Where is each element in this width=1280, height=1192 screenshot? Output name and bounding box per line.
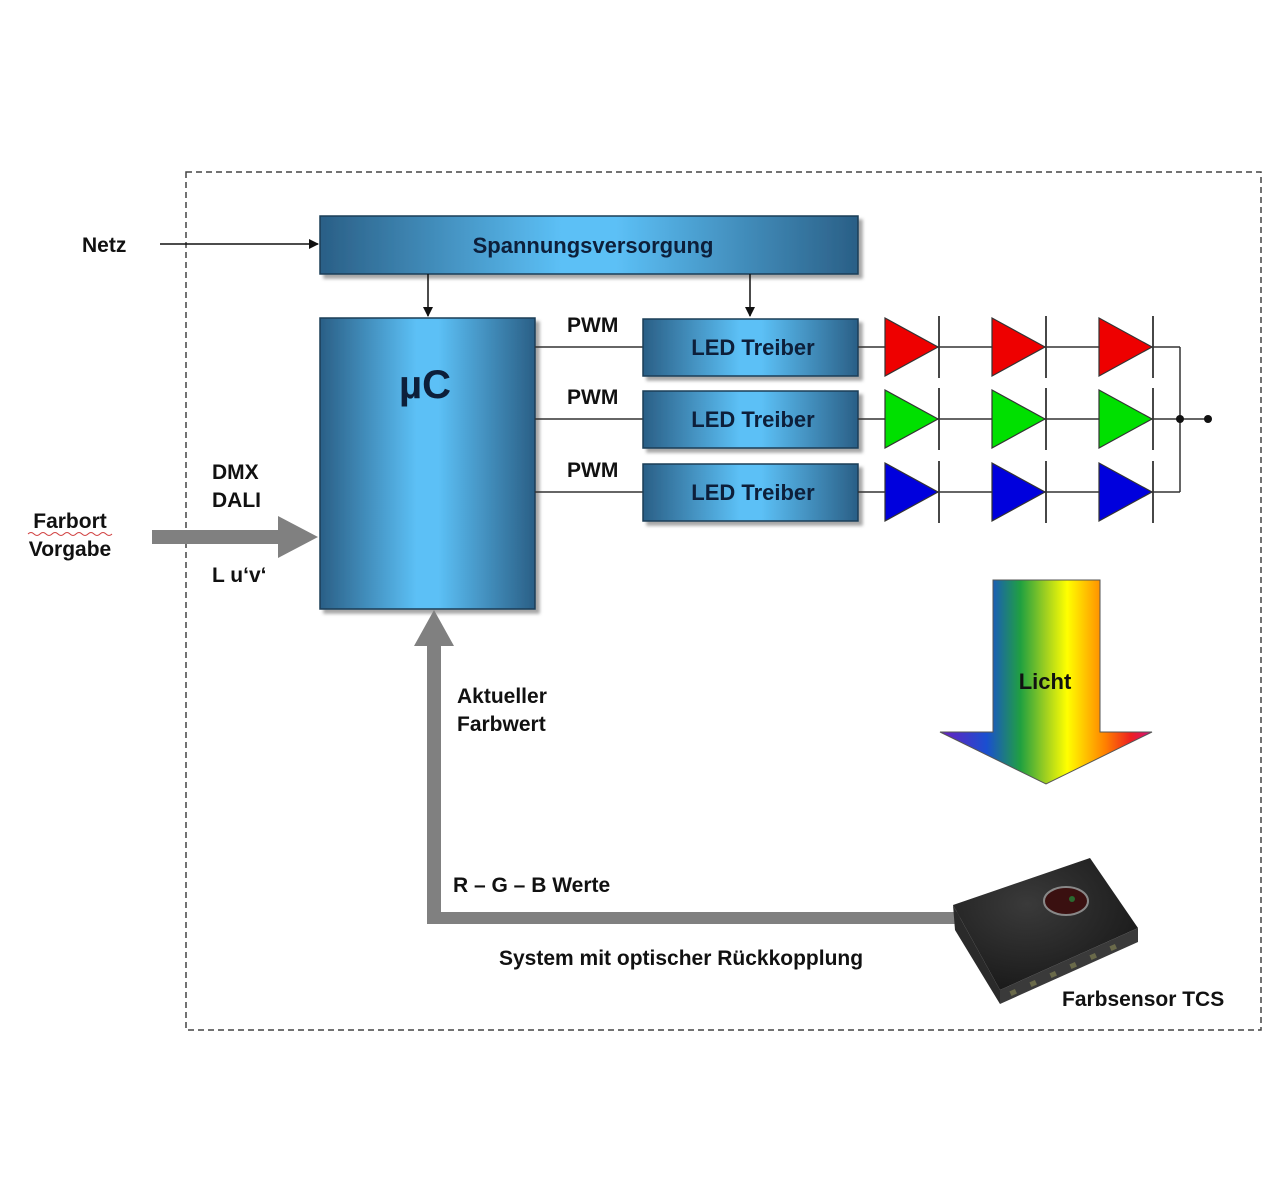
led-driver-row-blue: PWM LED Treiber (535, 459, 1154, 523)
power-supply-label: Spannungsversorgung (473, 233, 714, 258)
led-common-return (1153, 346, 1212, 493)
color-sensor-chip (953, 858, 1138, 1004)
led-diode-icon (884, 461, 940, 523)
led-driver-label: LED Treiber (691, 407, 815, 432)
led-driver-row-red: PWM LED Treiber (535, 314, 1154, 378)
farbort-label-line2: Vorgabe (29, 538, 111, 561)
microcontroller-block: µC (319, 317, 536, 610)
led-diode-icon (1098, 461, 1154, 523)
farbort-label-line1: Farbort (33, 510, 107, 533)
system-boundary (185, 171, 1262, 1031)
microcontroller-label: µC (399, 363, 451, 407)
rgb-values-label: R – G – B Werte (453, 874, 610, 897)
led-diode-icon (1098, 316, 1154, 378)
led-driver-label: LED Treiber (691, 335, 815, 360)
led-diode-icon (991, 388, 1047, 450)
current-value-label-line2: Farbwert (457, 713, 546, 736)
led-diode-icon (991, 316, 1047, 378)
light-label: Licht (1019, 669, 1072, 694)
led-driver-row-green: PWM LED Treiber (535, 386, 1154, 450)
power-supply-block: Spannungsversorgung (319, 215, 859, 275)
light-arrow: Licht (939, 579, 1153, 785)
led-driver-label: LED Treiber (691, 480, 815, 505)
current-value-label-line1: Aktueller (457, 685, 547, 708)
led-diode-icon (1098, 388, 1154, 450)
pwm-label: PWM (567, 386, 618, 409)
led-diode-icon (884, 316, 940, 378)
netz-label: Netz (82, 234, 126, 257)
color-space-label: L u‘v‘ (212, 564, 266, 587)
led-driver-block (642, 463, 859, 522)
spellcheck-underline (27, 532, 113, 536)
terminal-dot (1204, 415, 1212, 423)
led-diode-icon (884, 388, 940, 450)
sensor-label: Farbsensor TCS (1062, 988, 1224, 1011)
led-diode-icon (991, 461, 1047, 523)
input-arrow (152, 516, 318, 558)
pwm-label: PWM (567, 459, 618, 482)
sensor-aperture (1043, 886, 1089, 916)
pwm-label: PWM (567, 314, 618, 337)
protocol-label-line1: DMX (212, 461, 259, 484)
junction-dot (1176, 415, 1184, 423)
diagram-title: System mit optischer Rückkopplung (499, 947, 863, 970)
protocol-label-line2: DALI (212, 489, 261, 512)
